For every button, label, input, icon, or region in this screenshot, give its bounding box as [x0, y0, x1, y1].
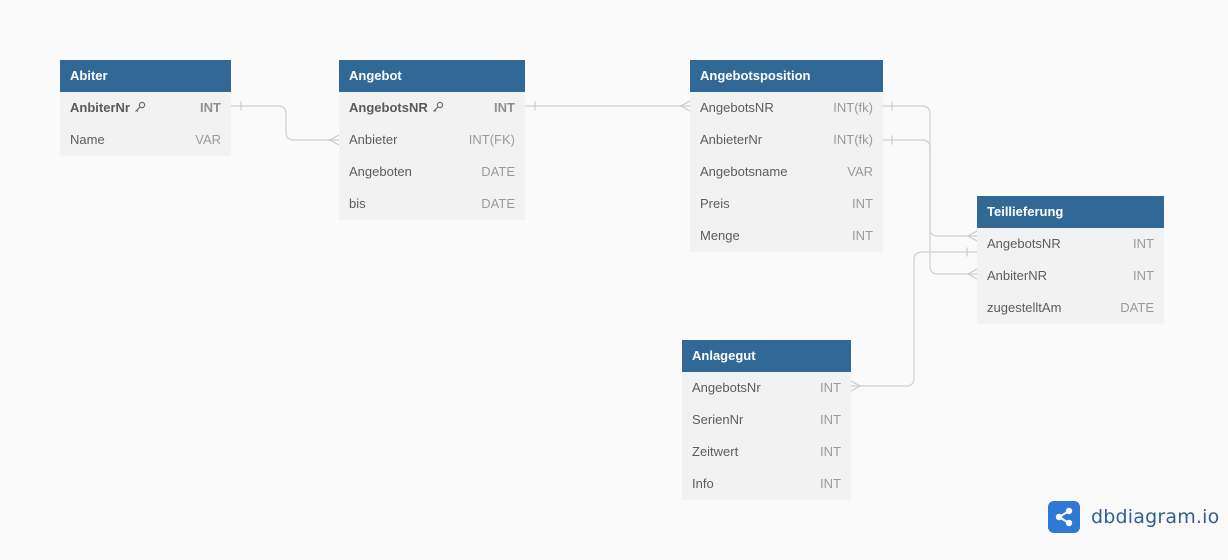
field-name: Anbieter	[349, 132, 398, 147]
field-type: INT	[852, 228, 873, 243]
field-type: DATE	[481, 196, 515, 211]
field-name: Name	[70, 132, 105, 147]
field-row-bis[interactable]: bis DATE	[339, 188, 525, 220]
field-type: INT(fk)	[833, 100, 873, 115]
field-type: DATE	[1120, 300, 1154, 315]
field-name: AngebotsNR	[987, 236, 1061, 251]
field-type: INT	[494, 100, 515, 115]
field-type: VAR	[847, 164, 873, 179]
field-type: INT	[820, 476, 841, 491]
field-name: AngebotsNR	[349, 92, 444, 124]
field-name: Angeboten	[349, 164, 412, 179]
field-name: AngebotsNr	[692, 380, 761, 395]
table-header[interactable]: Angebotsposition	[690, 60, 883, 92]
field-type: INT	[1133, 236, 1154, 251]
connector-angebotsposition-teillieferung-nr[interactable]	[883, 105, 977, 237]
many-marker	[328, 134, 340, 146]
field-row-anbieternr[interactable]: AnbieterNr INT(fk)	[690, 124, 883, 156]
table-abiter[interactable]: Abiter AnbiterNr INT Name VAR	[60, 60, 231, 156]
field-type: INT(fk)	[833, 132, 873, 147]
table-header[interactable]: Anlagegut	[682, 340, 851, 372]
field-row-zeitwert[interactable]: Zeitwert INT	[682, 436, 851, 468]
field-type: INT	[820, 412, 841, 427]
field-name: SerienNr	[692, 412, 744, 427]
connector-angebotsposition-teillieferung-anbieter[interactable]	[883, 139, 977, 275]
field-name: Info	[692, 476, 714, 491]
table-header[interactable]: Teillieferung	[977, 196, 1164, 228]
table-angebot[interactable]: Angebot AngebotsNR INT Anbieter INT(FK) …	[339, 60, 525, 220]
field-type: INT	[1133, 268, 1154, 283]
field-row-angeboten[interactable]: Angeboten DATE	[339, 156, 525, 188]
field-name: zugestelltAm	[987, 300, 1062, 315]
field-row-preis[interactable]: Preis INT	[690, 188, 883, 220]
field-type: INT	[820, 380, 841, 395]
field-type: INT	[820, 444, 841, 459]
table-header[interactable]: Abiter	[60, 60, 231, 92]
table-angebotsposition[interactable]: Angebotsposition AngebotsNR INT(fk) Anbi…	[690, 60, 883, 252]
field-row-anbieter[interactable]: Anbieter INT(FK)	[339, 124, 525, 156]
field-row-angebotsname[interactable]: Angebotsname VAR	[690, 156, 883, 188]
field-row-menge[interactable]: Menge INT	[690, 220, 883, 252]
field-type: INT	[200, 100, 221, 115]
table-header[interactable]: Angebot	[339, 60, 525, 92]
many-marker	[679, 100, 691, 112]
field-row-angebotsnr[interactable]: AngebotsNR INT	[977, 228, 1164, 260]
field-type: VAR	[195, 132, 221, 147]
field-name: bis	[349, 196, 366, 211]
field-name: AnbiterNr	[70, 92, 146, 124]
connector-abiter-angebot[interactable]	[231, 105, 339, 141]
field-type: INT(FK)	[468, 132, 515, 147]
many-marker	[966, 268, 978, 280]
field-row-angebotsnr[interactable]: AngebotsNR INT	[339, 92, 525, 124]
field-name: Angebotsname	[700, 164, 788, 179]
field-row-anbiternr[interactable]: AnbiterNr INT	[60, 92, 231, 124]
field-type: INT	[852, 196, 873, 211]
field-row-zugestelltam[interactable]: zugestelltAm DATE	[977, 292, 1164, 324]
field-row-seriennr[interactable]: SerienNr INT	[682, 404, 851, 436]
table-teillieferung[interactable]: Teillieferung AngebotsNR INT AnbiterNR I…	[977, 196, 1164, 324]
table-anlagegut[interactable]: Anlagegut AngebotsNr INT SerienNr INT Ze…	[682, 340, 851, 500]
field-row-anbiternr[interactable]: AnbiterNR INT	[977, 260, 1164, 292]
key-icon	[134, 93, 146, 112]
field-name: AnbieterNr	[700, 132, 763, 147]
field-row-angebotsnr[interactable]: AngebotsNR INT(fk)	[690, 92, 883, 124]
field-row-info[interactable]: Info INT	[682, 468, 851, 500]
many-marker	[850, 380, 862, 392]
field-name: AnbiterNR	[987, 268, 1047, 283]
field-name: Preis	[700, 196, 730, 211]
field-row-name[interactable]: Name VAR	[60, 124, 231, 156]
field-type: DATE	[481, 164, 515, 179]
brand-name: dbdiagram.io	[1091, 506, 1220, 528]
field-name: AngebotsNR	[700, 100, 774, 115]
field-name: Menge	[700, 228, 740, 243]
key-icon	[432, 93, 444, 112]
many-marker	[966, 230, 978, 242]
share-icon	[1048, 501, 1080, 533]
brand-logo[interactable]: dbdiagram.io	[1048, 501, 1219, 533]
field-name: Zeitwert	[692, 444, 739, 459]
connector-teillieferung-anlagegut[interactable]	[851, 251, 977, 387]
field-row-angebotsnr[interactable]: AngebotsNr INT	[682, 372, 851, 404]
